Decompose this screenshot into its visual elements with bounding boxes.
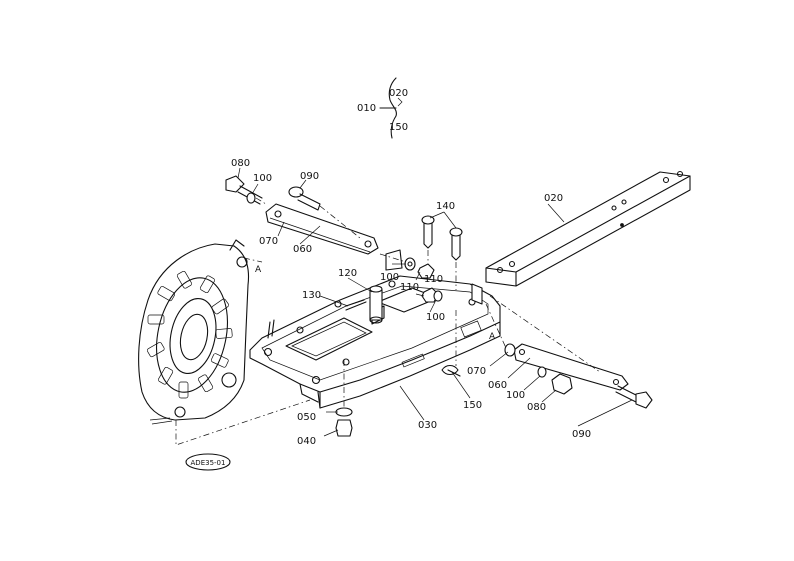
- transmission-housing: [138, 239, 250, 425]
- label-080-right: 080: [527, 402, 546, 413]
- pin-120: [369, 285, 383, 324]
- marker-a-left: A: [255, 265, 262, 275]
- label-030: 030: [418, 420, 437, 431]
- label-080-left: 080: [231, 158, 250, 169]
- callout-labels: 010 020 150 080 100 090 070 060 140 020 …: [231, 88, 591, 447]
- washer-050: [335, 407, 353, 417]
- bolt-040: [335, 419, 353, 437]
- stay-060-right: [513, 343, 629, 391]
- label-100-back: 100: [380, 272, 399, 283]
- label-050: 050: [297, 412, 316, 423]
- label-090-left: 090: [300, 171, 319, 182]
- label-060-left: 060: [293, 244, 312, 255]
- label-070-right: 070: [467, 366, 486, 377]
- nut-110-a: [417, 263, 435, 279]
- label-120: 120: [338, 268, 357, 279]
- main-frame-030: [249, 249, 501, 409]
- assembly-lines: [175, 197, 601, 446]
- bolt-090-right: [615, 385, 653, 409]
- label-110-a: 110: [424, 274, 443, 285]
- washer-100-left: [246, 192, 256, 204]
- reference-markers: A A: [255, 265, 496, 342]
- label-140: 140: [436, 201, 455, 212]
- label-070-left: 070: [259, 236, 278, 247]
- label-060-right: 060: [488, 380, 507, 391]
- washer-100-right: [537, 366, 547, 378]
- leader-lines: [237, 167, 633, 437]
- label-100-left: 100: [253, 173, 272, 184]
- label-020-bar: 020: [544, 193, 563, 204]
- pin-140-b: [449, 227, 463, 261]
- stay-060-left: [265, 203, 379, 255]
- washer-100-back: [404, 257, 416, 271]
- label-020-group: 020: [389, 88, 408, 99]
- label-010: 010: [357, 103, 376, 114]
- group-bracket-010: [379, 77, 403, 139]
- clip-130: [345, 299, 367, 311]
- label-150-group: 150: [389, 122, 408, 133]
- stamp-code: ADE35-01: [191, 459, 226, 467]
- washer-070-right: [504, 343, 516, 357]
- label-100-right: 100: [506, 390, 525, 401]
- label-150: 150: [463, 400, 482, 411]
- bolt-090-left: [288, 186, 321, 211]
- bar-020: [485, 170, 691, 287]
- label-090-right: 090: [572, 429, 591, 440]
- label-130: 130: [302, 290, 321, 301]
- washer-100-mid: [433, 290, 443, 302]
- clip-150: [441, 364, 461, 377]
- label-110-b: 110: [400, 282, 419, 293]
- pin-140-a: [421, 215, 435, 249]
- label-100-mid: 100: [426, 312, 445, 323]
- nut-080-right: [551, 373, 573, 395]
- marker-a-right: A: [489, 332, 496, 342]
- drawing-stamp: ADE35-01: [185, 453, 231, 471]
- label-040: 040: [297, 436, 316, 447]
